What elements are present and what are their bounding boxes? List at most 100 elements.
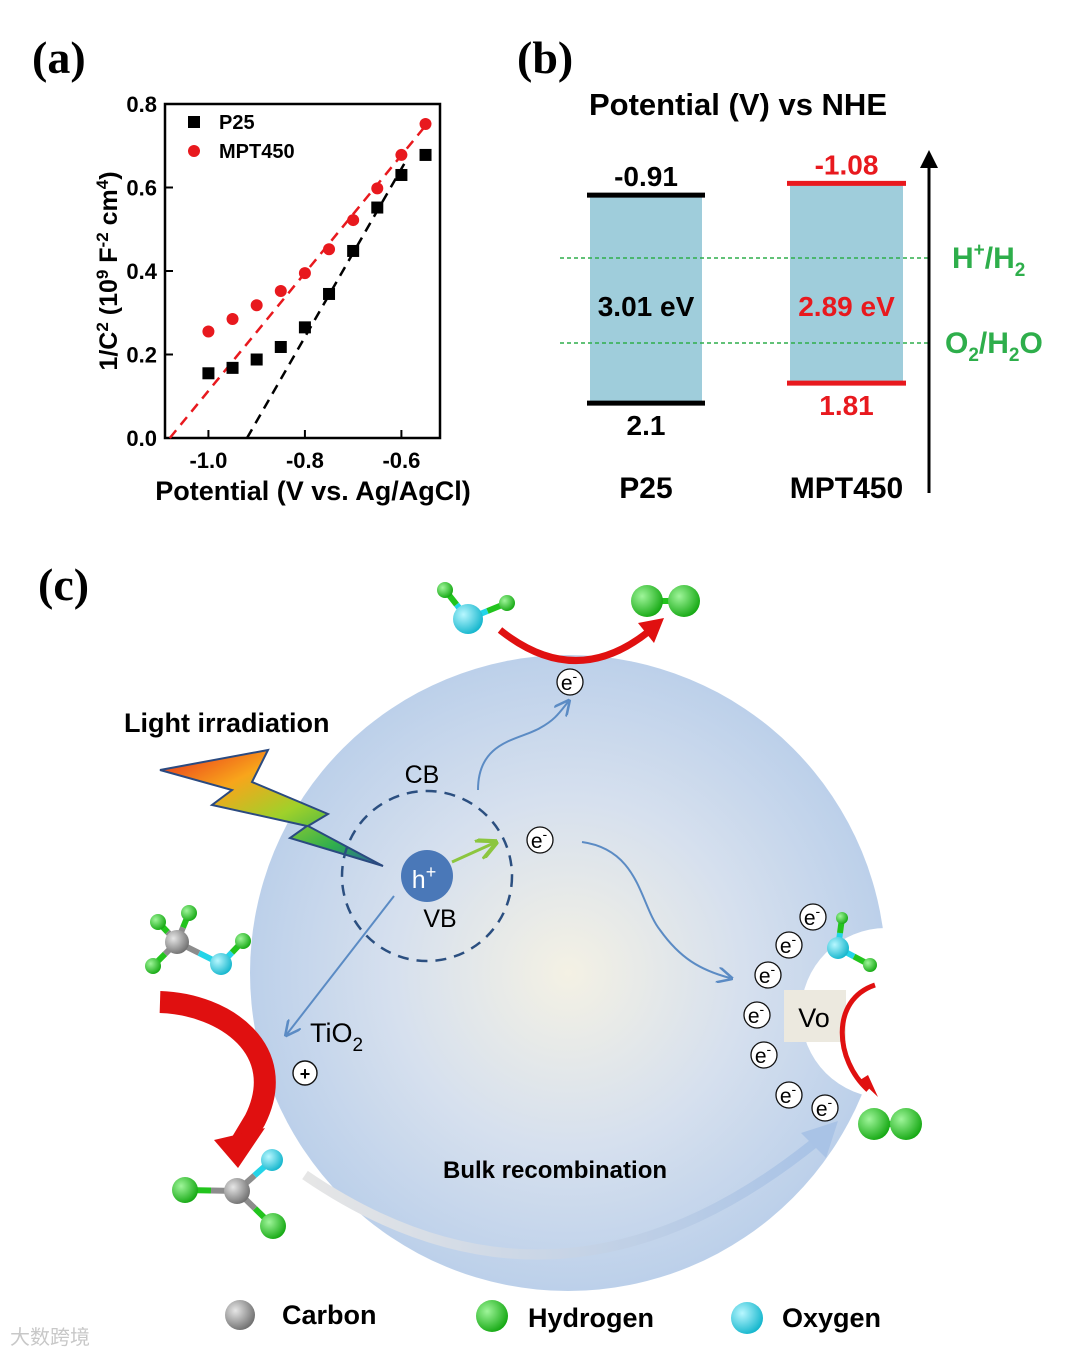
data-point-mpt450 xyxy=(419,118,432,131)
light-bolt-icon xyxy=(159,748,384,867)
panel-c: (c) Vo Bulk recombination Light irradiat… xyxy=(10,559,971,1349)
data-point-p25 xyxy=(395,168,408,181)
gap-value-p25: 3.01 eV xyxy=(598,291,695,322)
hydrogen-atom xyxy=(863,958,877,972)
oxygen-atom xyxy=(210,953,232,975)
methanol-oxidation-arrowhead xyxy=(214,1128,265,1168)
chart-b-title: Potential (V) vs NHE xyxy=(589,87,887,122)
electron-label: e- xyxy=(816,1094,833,1121)
hydrogen-atom xyxy=(668,585,700,617)
data-points xyxy=(202,118,432,380)
data-point-mpt450 xyxy=(323,243,336,256)
electron-icon xyxy=(775,1081,803,1109)
x-tick-label: -0.8 xyxy=(286,448,324,473)
hydrogen-atom xyxy=(836,912,848,924)
reference-label: H+/H2 xyxy=(952,240,1025,281)
cb-label: CB xyxy=(405,761,440,789)
bulk-recombination-label: Bulk recombination xyxy=(443,1157,667,1184)
electron-label: e- xyxy=(759,961,776,988)
hydrogen-atom xyxy=(437,582,453,598)
y-axis-ticks: 0.00.20.40.60.8 xyxy=(126,92,173,451)
y-tick-label: 0.4 xyxy=(126,259,157,284)
electron-icon xyxy=(743,1001,771,1029)
vb-value-p25: 2.1 xyxy=(627,410,666,441)
electron-icon xyxy=(775,931,803,959)
oxygen-icon xyxy=(731,1302,763,1334)
hydrogen-atom xyxy=(181,905,197,921)
panel-b-label: (b) xyxy=(517,32,573,83)
formaldehyde-molecule xyxy=(172,1149,286,1239)
watermark: 大数跨境 xyxy=(10,1326,90,1349)
y-tick-label: 0.2 xyxy=(126,343,157,368)
electron-icon xyxy=(754,961,782,989)
electron-icon xyxy=(556,668,584,696)
data-point-mpt450 xyxy=(395,148,408,161)
legend-oxygen-label: Oxygen xyxy=(782,1303,881,1333)
data-point-mpt450 xyxy=(226,313,239,326)
carbon-icon xyxy=(225,1300,255,1330)
electron-icon xyxy=(811,1094,839,1122)
hydrogen-atom xyxy=(631,585,663,617)
hydrogen-molecule-vacancy xyxy=(858,1108,922,1140)
data-point-mpt450 xyxy=(202,325,215,338)
electron-path-vacancy xyxy=(581,841,730,978)
hydrogen-molecule xyxy=(631,585,700,617)
h2-evolution-arrow xyxy=(497,627,651,664)
data-point-mpt450 xyxy=(371,182,384,195)
reference-label: O2/H2O xyxy=(945,327,1043,366)
hole-label: h+ xyxy=(412,862,436,894)
water-molecule xyxy=(437,582,515,634)
hole-migration-path xyxy=(287,895,395,1034)
vo-label: Vo xyxy=(798,1003,830,1033)
data-point-p25 xyxy=(250,353,263,366)
electron-label: e- xyxy=(780,1081,797,1108)
oxygen-atom xyxy=(261,1149,283,1171)
water-molecule-vacancy xyxy=(827,912,877,972)
vb-label: VB xyxy=(423,905,456,933)
hole-charge-icon xyxy=(292,1060,318,1086)
light-irradiation-label: Light irradiation xyxy=(124,708,330,738)
electron-label: e- xyxy=(755,1041,772,1068)
electron-icon xyxy=(526,826,554,854)
gap-value-mpt450: 2.89 eV xyxy=(798,291,895,322)
y-tick-label: 0.0 xyxy=(126,426,157,451)
hydrogen-atom xyxy=(858,1108,890,1140)
x-tick-label: -1.0 xyxy=(189,448,227,473)
x-axis-ticks: -1.0-0.8-0.6 xyxy=(189,430,420,473)
electron-label: e- xyxy=(748,1001,765,1028)
cb-value-mpt450: -1.08 xyxy=(815,149,879,180)
band-gap-mpt450 xyxy=(790,183,903,384)
legend-marker xyxy=(188,116,200,128)
band-gap-p25 xyxy=(590,195,702,404)
data-point-p25 xyxy=(323,287,336,300)
fit-lines xyxy=(168,121,429,439)
data-point-mpt450 xyxy=(298,267,311,280)
methanol-oxidation-arrow xyxy=(159,991,276,1151)
electrons: e-e-e-e-e-e-e-e-e- xyxy=(526,668,839,1122)
x-axis-label: Potential (V vs. Ag/AgCl) xyxy=(155,476,471,506)
recombination-arrowhead xyxy=(801,1121,838,1158)
electron-icon xyxy=(799,903,827,931)
legend-marker xyxy=(188,145,200,157)
oxygen-atom xyxy=(827,937,849,959)
data-point-p25 xyxy=(202,367,215,380)
recombination-arc xyxy=(302,1136,822,1260)
electron-icon xyxy=(750,1041,778,1069)
data-point-mpt450 xyxy=(250,299,263,312)
legend-carbon-label: Carbon xyxy=(282,1300,377,1330)
hydrogen-atom xyxy=(890,1108,922,1140)
hole-particle xyxy=(401,850,453,902)
category-label-mpt450: MPT450 xyxy=(790,472,903,505)
carbon-atom xyxy=(165,930,189,954)
panel-b: (b) Potential (V) vs NHE -0.912.13.01 eV… xyxy=(517,32,1043,505)
h2-evolution-arrowhead xyxy=(638,618,664,643)
vb-value-mpt450: 1.81 xyxy=(819,390,874,421)
hydrogen-atom xyxy=(499,595,515,611)
y-tick-label: 0.6 xyxy=(126,176,157,201)
carbon-atom xyxy=(224,1178,250,1204)
electron-label: e- xyxy=(531,826,548,853)
